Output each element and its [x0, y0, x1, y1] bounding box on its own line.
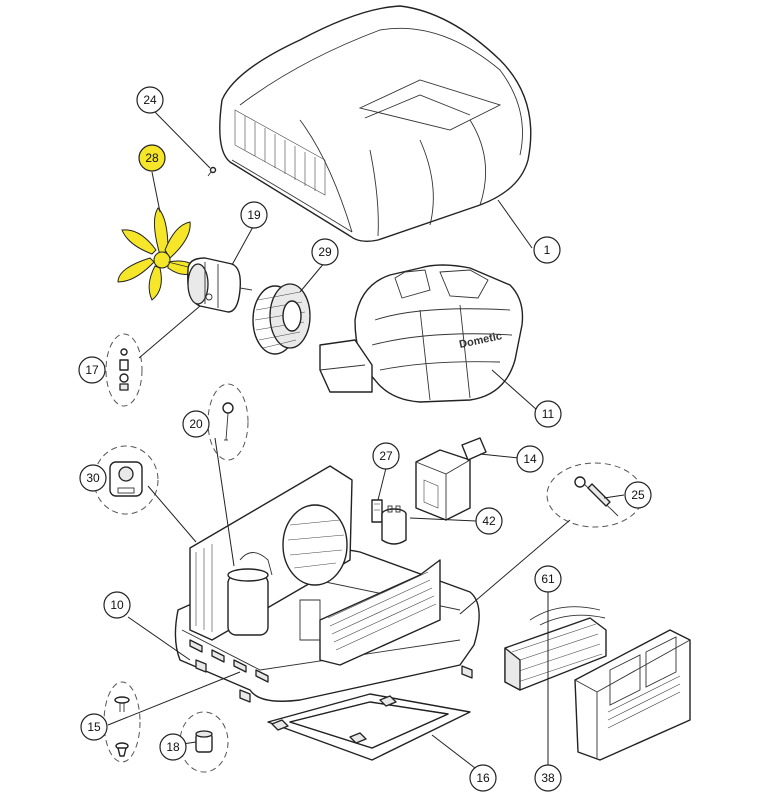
blower-wheel[interactable]: [252, 283, 311, 355]
callout-11: 11: [534, 400, 562, 428]
mounting-pads: [195, 659, 473, 703]
callout-1: 1: [533, 236, 561, 264]
grommet[interactable]: [179, 711, 229, 773]
callout-24: 24: [136, 86, 164, 114]
callout-20: 20: [182, 410, 210, 438]
callout-25-label: 25: [631, 488, 645, 502]
callout-25: 25: [624, 481, 652, 509]
callout-42: 42: [475, 507, 503, 535]
heater-element[interactable]: [504, 606, 607, 691]
callout-10-label: 10: [110, 598, 124, 612]
control-box[interactable]: [415, 437, 487, 521]
callout-16-label: 16: [476, 771, 490, 785]
callout-61: 61: [534, 565, 562, 593]
shroud-cover[interactable]: [219, 5, 532, 243]
callout-20-label: 20: [189, 417, 203, 431]
screw[interactable]: [207, 166, 217, 177]
start-relay[interactable]: [93, 445, 159, 515]
fan-motor[interactable]: [187, 257, 253, 313]
callout-28: 28: [138, 144, 166, 172]
callout-30-label: 30: [86, 471, 100, 485]
mounting-bolts[interactable]: [103, 681, 141, 763]
callout-24-label: 24: [143, 93, 157, 107]
callout-30: 30: [79, 464, 107, 492]
mounting-hardware[interactable]: [105, 333, 143, 407]
callout-29: 29: [311, 238, 339, 266]
callout-61-label: 61: [541, 572, 555, 586]
callout-17-label: 17: [85, 363, 99, 377]
callout-27: 27: [372, 442, 400, 470]
thermistor[interactable]: [207, 383, 249, 461]
callout-29-label: 29: [318, 245, 332, 259]
callout-16: 16: [469, 764, 497, 792]
relay-clip[interactable]: [371, 499, 383, 523]
callout-1-label: 1: [544, 243, 551, 257]
callout-27-label: 27: [379, 449, 393, 463]
callout-18-label: 18: [166, 740, 180, 754]
callout-17: 17: [78, 356, 106, 384]
air-distribution-housing[interactable]: Dometic: [319, 264, 524, 403]
callout-10: 10: [103, 591, 131, 619]
callout-19-label: 19: [247, 208, 261, 222]
callout-42-label: 42: [482, 514, 496, 528]
callout-14: 14: [516, 445, 544, 473]
roof-gasket[interactable]: [267, 693, 471, 761]
callout-14-label: 14: [523, 452, 537, 466]
callout-15-label: 15: [87, 720, 101, 734]
callout-18: 18: [159, 733, 187, 761]
callout-15: 15: [80, 713, 108, 741]
callout-19: 19: [240, 201, 268, 229]
callout-38: 38: [534, 764, 562, 792]
base-pan-assembly[interactable]: [174, 465, 480, 702]
callout-28-label: 28: [145, 151, 159, 165]
callout-38-label: 38: [541, 771, 555, 785]
callout-11-label: 11: [542, 407, 555, 421]
heater-mounting-bracket[interactable]: [574, 629, 691, 761]
run-capacitor[interactable]: [381, 505, 407, 545]
